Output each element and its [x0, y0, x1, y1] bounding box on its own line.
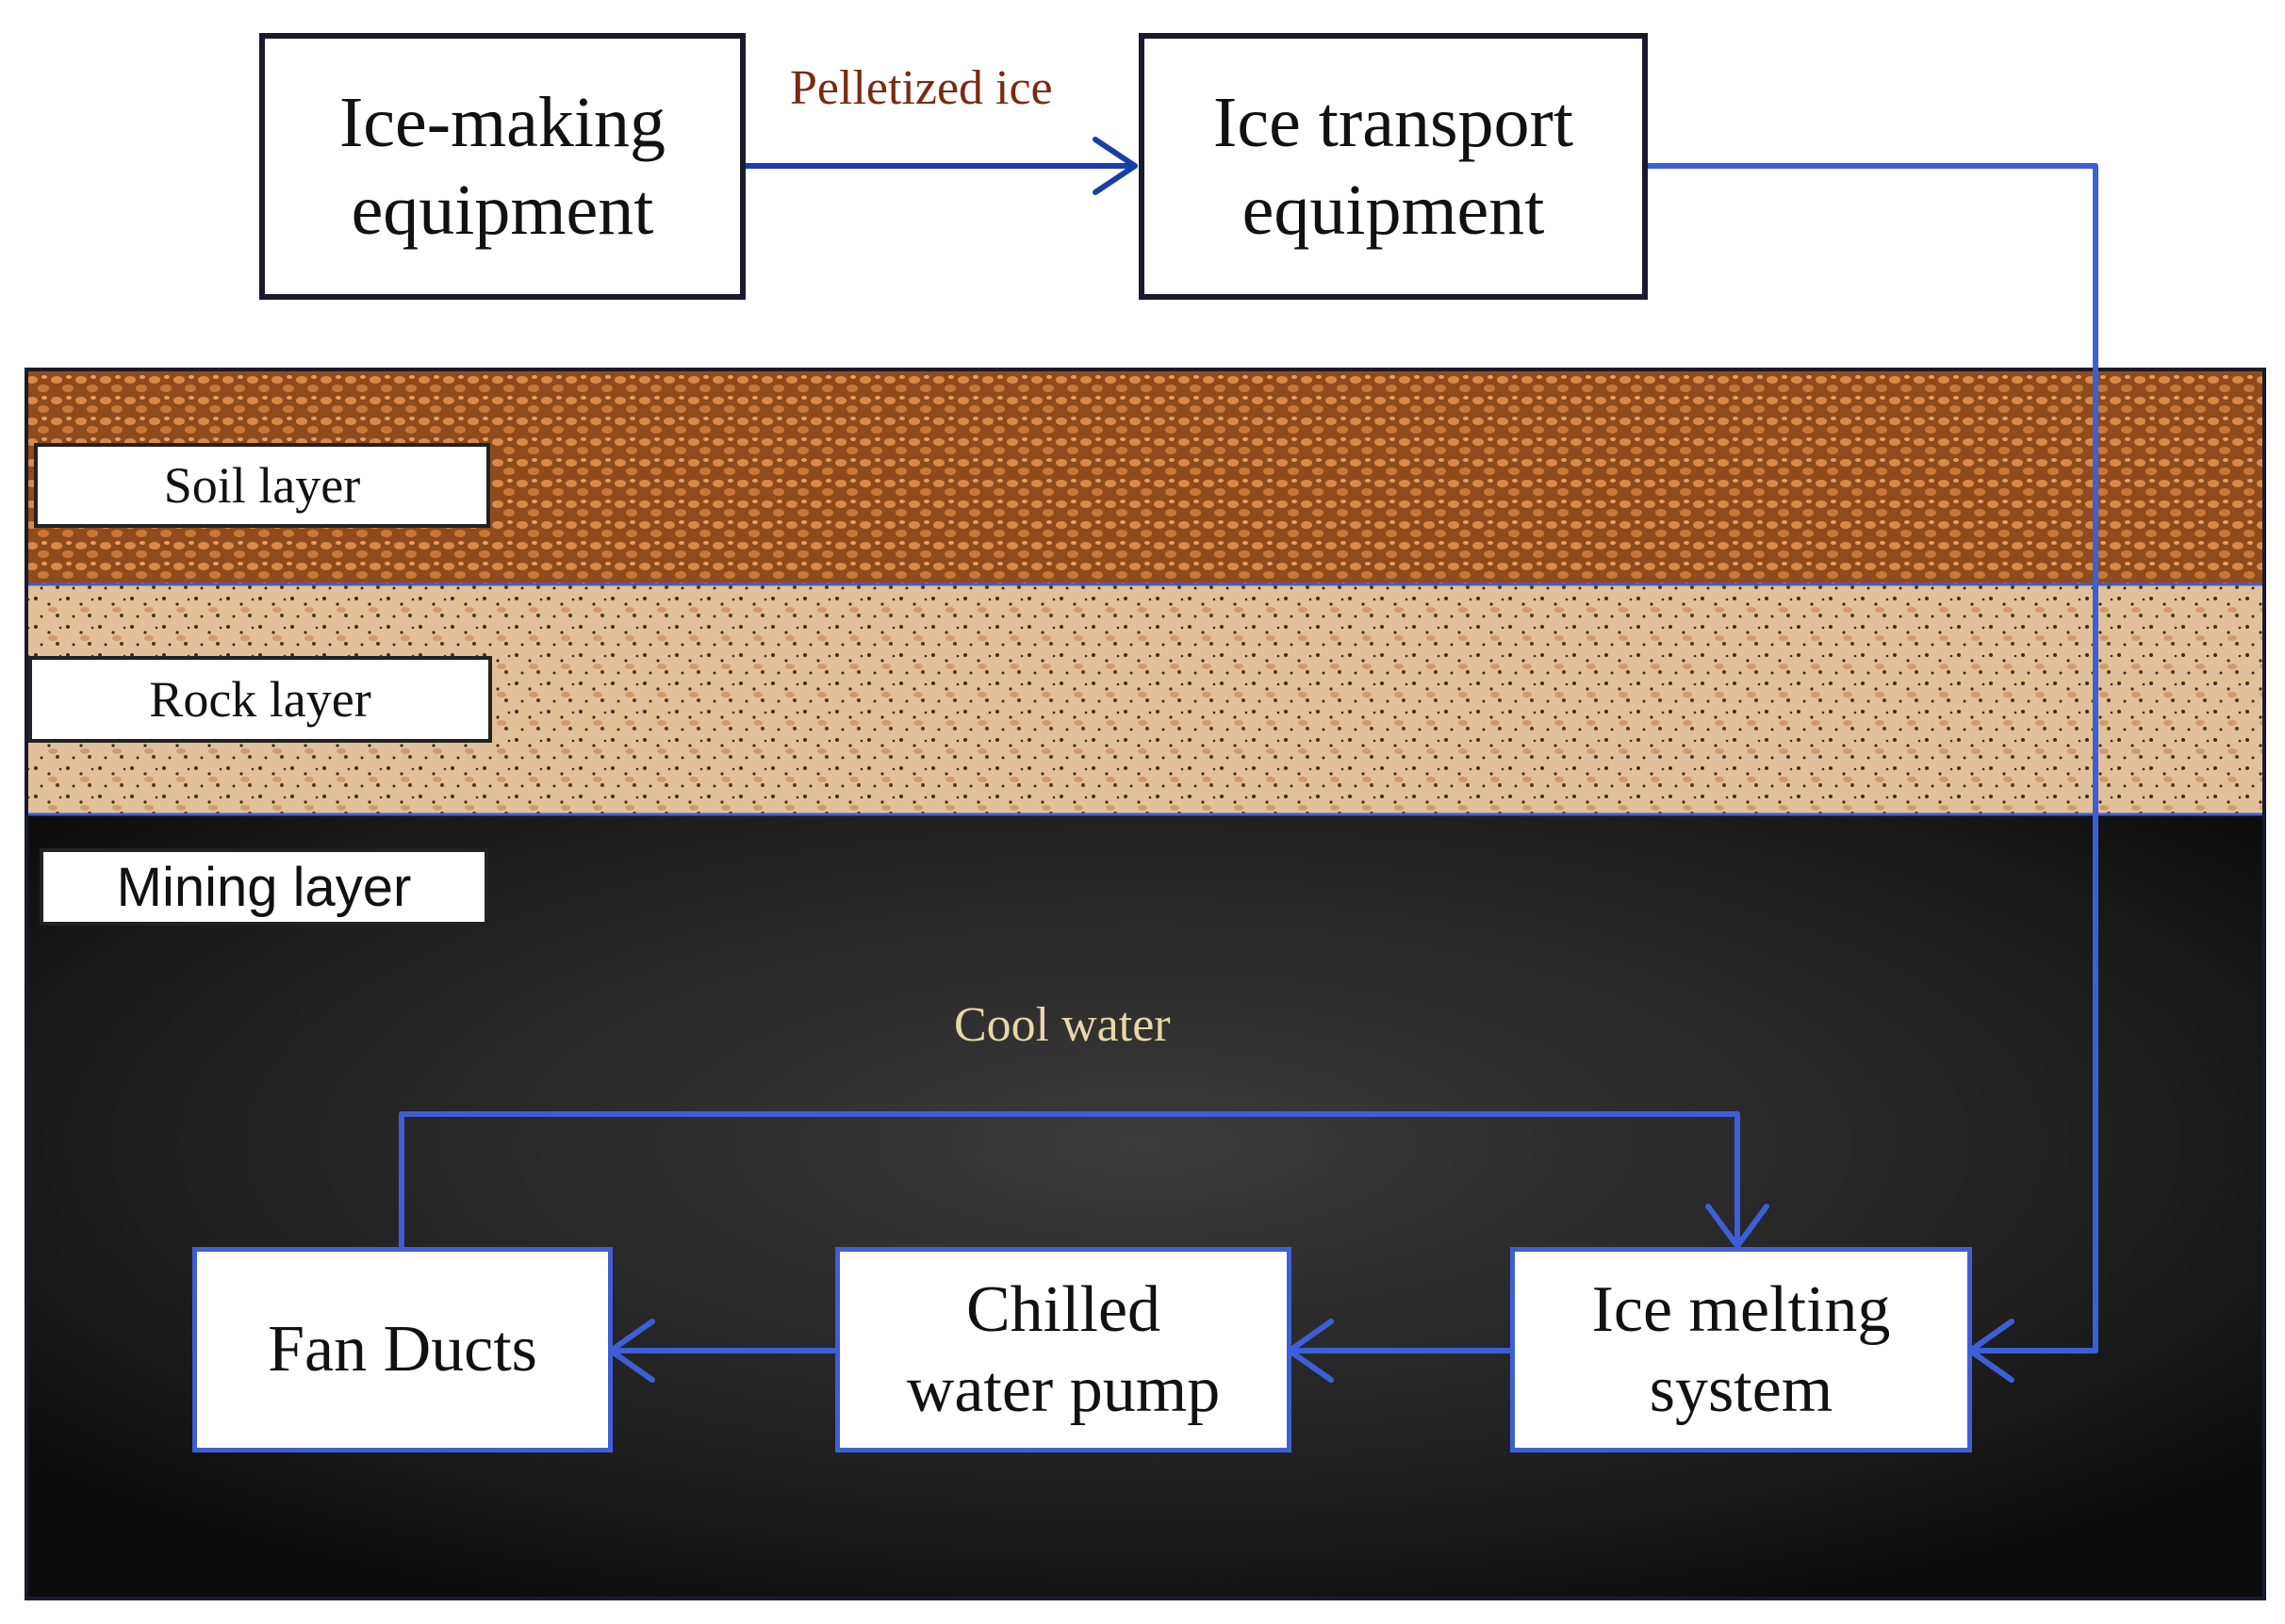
cool-water-return-arrowhead [1705, 1204, 1769, 1249]
ice-transport-line2: equipment [1241, 170, 1545, 250]
ice-melting-system-box: Ice melting system [1510, 1247, 1972, 1452]
pelletized-ice-label: Pelletized ice [790, 61, 1053, 115]
pelletized-ice-arrowhead [1093, 137, 1138, 195]
cool-water-return-line [399, 1111, 1740, 1250]
ice-making-equipment-box: Ice-making equipment [259, 33, 746, 300]
mining-layer-label: Mining layer [40, 848, 488, 926]
chilled-pump-line2: water pump [906, 1353, 1221, 1426]
ice-making-line2: equipment [351, 170, 654, 250]
ice-transport-equipment-box: Ice transport equipment [1139, 33, 1648, 300]
cool-water-label: Cool water [954, 998, 1171, 1052]
soil-layer-label: Soil layer [34, 443, 490, 528]
fan-ducts-box: Fan Ducts [192, 1247, 613, 1452]
ice-transport-line1: Ice transport [1213, 82, 1573, 162]
chilled-pump-line1: Chilled [965, 1272, 1161, 1346]
rock-layer-label: Rock layer [28, 656, 492, 743]
ice-making-line1: Ice-making [338, 82, 666, 162]
transport-to-melting-line [1642, 163, 2098, 1353]
ice-melting-line1: Ice melting [1591, 1272, 1891, 1346]
ice-melting-line2: system [1649, 1353, 1833, 1426]
fan-ducts-label: Fan Ducts [268, 1313, 537, 1386]
chilled-water-pump-box: Chilled water pump [835, 1247, 1291, 1452]
